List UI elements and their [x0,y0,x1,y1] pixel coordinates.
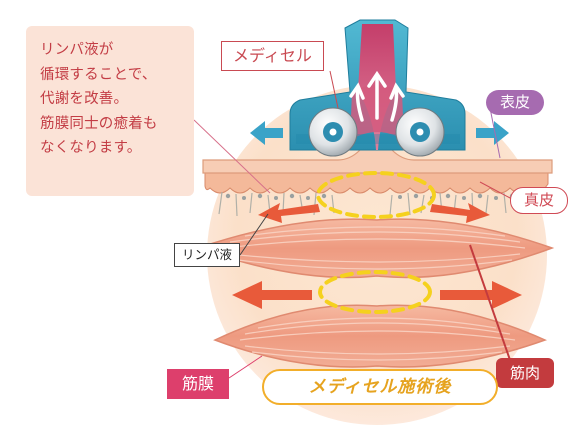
lymph-fluid-label: リンパ液 [174,243,240,267]
muscle-label: 筋肉 [496,358,554,388]
roller-icon [308,107,445,157]
side-arrow-icon [250,121,509,145]
dermis-layer [204,171,549,194]
callout-line: 循環することで、 [40,66,157,83]
device-label: メディセル [221,41,324,71]
up-arrow-icon [349,70,405,122]
after-treatment-caption: メディセル施術後 [262,369,498,405]
callout-line: 筋膜同士の癒着も [40,115,158,132]
fascia-label: 筋膜 [167,369,229,399]
callout-line: リンパ液が [40,42,114,58]
explanation-callout: リンパ液が 循環することで、 代謝を改善。 筋膜同士の癒着も なくなります。 [26,26,194,196]
muscle-lower [213,304,548,368]
callout-line: 代謝を改善。 [40,91,129,107]
epidermis-label: 表皮 [486,90,544,115]
red-arrows [232,203,522,309]
dermis-dots [225,193,530,200]
fascia-dashes [316,171,436,314]
leader-lines [193,70,513,379]
dermis-label: 真皮 [510,187,568,214]
callout-line: なくなります。 [40,140,142,156]
